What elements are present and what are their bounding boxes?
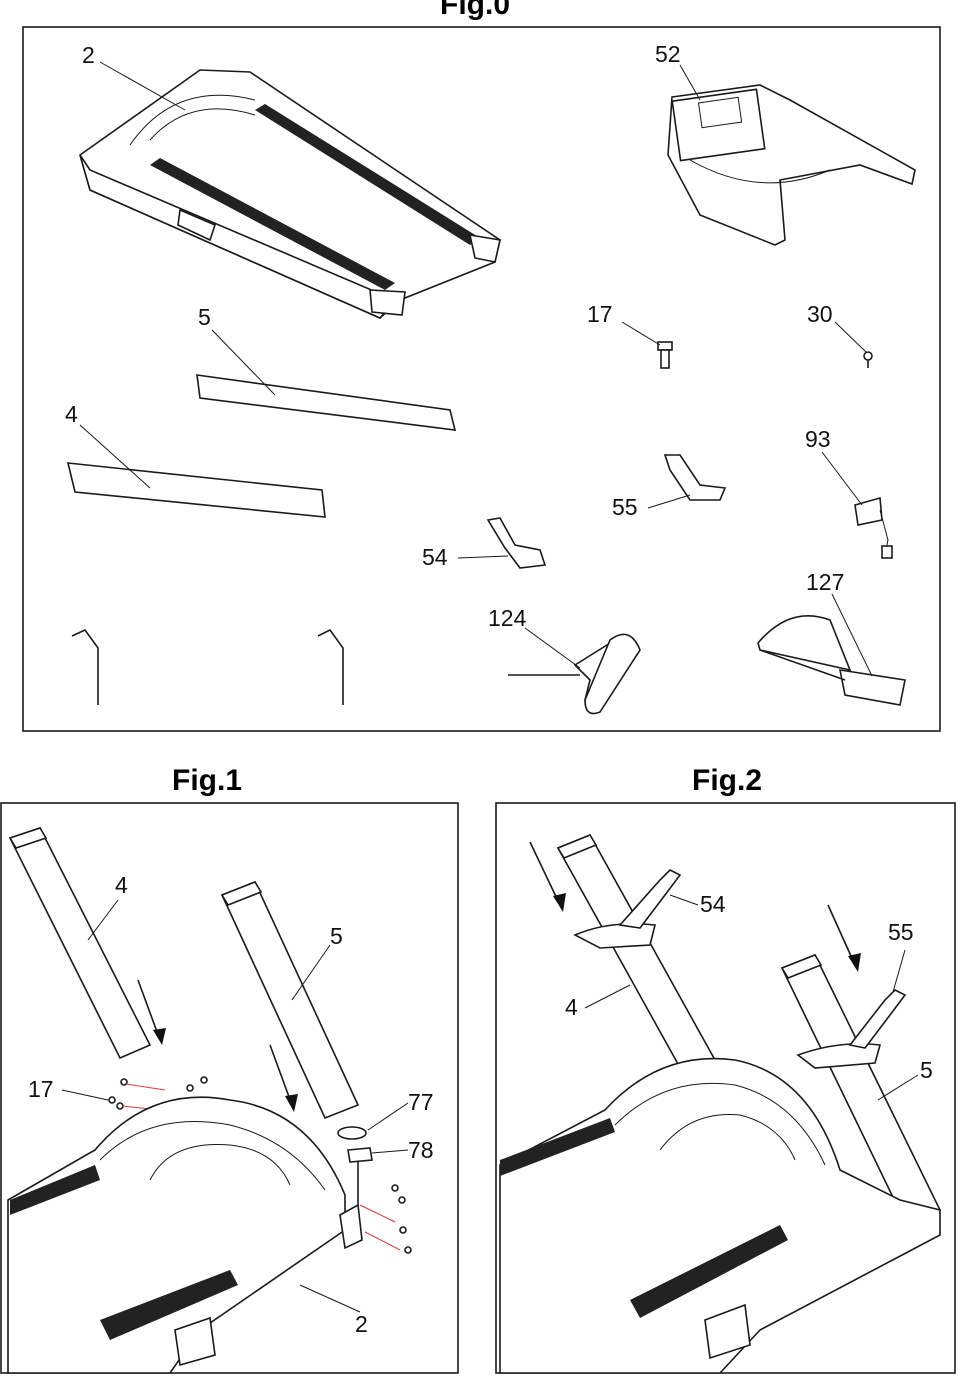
label-bracket-55: 55 xyxy=(612,494,638,520)
allen-key-left xyxy=(71,628,99,705)
screw-30-part: 30 xyxy=(807,301,873,368)
fig1-frame-border xyxy=(0,802,459,1374)
label-bracket-54: 54 xyxy=(422,544,448,570)
allen-key-right xyxy=(317,628,344,705)
fig1-label-78: 78 xyxy=(408,1137,434,1163)
fig0-title: Fig.0 xyxy=(440,0,510,21)
clip-93-part: 93 xyxy=(805,426,893,559)
fig1-title: Fig.1 xyxy=(172,764,242,797)
fig2-label-55: 55 xyxy=(888,919,914,945)
fig2-bracket-55: 55 xyxy=(796,919,914,1069)
fig2-title: Fig.2 xyxy=(692,764,762,797)
fig1-label-frame-2: 2 xyxy=(355,1311,368,1337)
label-grease-127: 127 xyxy=(806,569,844,595)
fig1-label-77: 77 xyxy=(408,1089,434,1115)
fig1-upright-5: 5 xyxy=(220,880,360,1120)
label-upright-4: 4 xyxy=(65,401,78,427)
fig1-bolts-17: 17 xyxy=(28,1076,412,1254)
fig2-label-upright-4: 4 xyxy=(565,994,578,1020)
bracket-54-part: 54 xyxy=(422,517,547,570)
fig1-upright-4: 4 xyxy=(8,827,166,1060)
label-bolt-17: 17 xyxy=(587,301,613,327)
fig1-parts-77-78: 77 78 xyxy=(337,1089,434,1215)
label-console-52: 52 xyxy=(655,41,681,67)
label-upright-5: 5 xyxy=(198,304,211,330)
label-screw-30: 30 xyxy=(807,301,833,327)
fig1-frame-2: 2 xyxy=(7,1096,368,1374)
fig1-label-upright-4: 4 xyxy=(115,872,128,898)
fig2-panel: Fig.2 4 54 5 xyxy=(495,764,956,1374)
fig1-panel: Fig.1 4 5 77 78 xyxy=(0,764,459,1374)
upright-5-part: 5 xyxy=(196,304,457,431)
fig0-frame-border xyxy=(22,26,941,732)
bolt-17-part: 17 xyxy=(587,301,673,369)
upright-4-part: 4 xyxy=(65,401,326,518)
fig2-bracket-54: 54 xyxy=(573,869,726,949)
label-clip-93: 93 xyxy=(805,426,831,452)
fig2-frame-border xyxy=(495,802,956,1374)
fig2-label-upright-5: 5 xyxy=(920,1057,933,1083)
bracket-55-part: 55 xyxy=(612,454,727,520)
fig1-label-upright-5: 5 xyxy=(330,923,343,949)
treadmill-frame-part: 2 xyxy=(79,42,501,319)
fig2-frame xyxy=(499,1057,941,1374)
tbar-wrench-124-part: 124 xyxy=(488,605,641,715)
label-tbar-wrench-124: 124 xyxy=(488,605,527,631)
console-part: 52 xyxy=(655,41,916,246)
fig2-upright-4: 4 xyxy=(529,833,717,1075)
fig2-label-54: 54 xyxy=(700,891,726,917)
fig0-panel: Fig.0 2 52 5 xyxy=(22,0,941,732)
label-frame-2: 2 xyxy=(82,42,95,68)
fig1-label-bolts-17: 17 xyxy=(28,1076,54,1102)
grease-bottle-127-part: 127 xyxy=(757,569,906,706)
